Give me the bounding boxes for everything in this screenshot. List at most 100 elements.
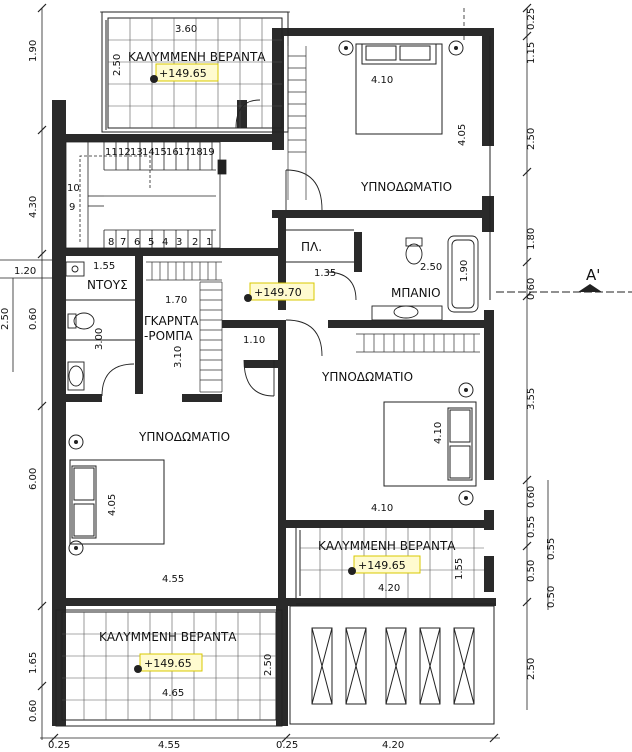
level-marker-hall: +149.70 xyxy=(244,282,315,302)
room-label-bathroom: ΜΠΑΝΙΟ xyxy=(391,286,441,300)
svg-text:0.60: 0.60 xyxy=(28,308,39,330)
svg-text:1.90: 1.90 xyxy=(459,260,470,282)
inner-dimensions: 3.60 2.50 4.10 4.05 1.55 1.70 3.00 3.10 … xyxy=(93,24,470,699)
bed-right xyxy=(383,382,477,506)
svg-text:1.55: 1.55 xyxy=(93,261,115,272)
svg-text:1.10: 1.10 xyxy=(243,335,265,346)
room-label-veranda-right: ΚΑΛΥΜΜΕΝΗ ΒΕΡΑΝΤΑ xyxy=(318,539,456,553)
svg-text:1.80: 1.80 xyxy=(526,228,537,250)
railings xyxy=(55,11,496,727)
svg-text:0.60: 0.60 xyxy=(526,486,537,508)
stair-step-1: 1 xyxy=(206,237,212,248)
svg-text:+149.65: +149.65 xyxy=(144,657,192,670)
wardrobe-hatching xyxy=(146,46,480,393)
stair-step-14: 14 xyxy=(142,147,155,158)
stair-step-6: 6 xyxy=(134,237,140,248)
level-marker-veranda-bottom: +149.65 xyxy=(134,653,203,673)
outer-dimensions-right: 0.25 1.15 2.50 1.80 0.60 3.55 0.60 0.55 … xyxy=(526,8,557,680)
svg-text:0.60: 0.60 xyxy=(526,278,537,300)
section-marker: A' xyxy=(496,266,632,293)
stair-step-8: 8 xyxy=(108,237,114,248)
stair-step-9: 9 xyxy=(69,202,75,213)
outer-dimensions-left: 1.90 4.30 2.50 1.20 0.60 6.00 1.65 0.60 xyxy=(0,40,39,722)
svg-text:4.05: 4.05 xyxy=(107,494,118,516)
stair-step-7: 7 xyxy=(120,237,126,248)
svg-text:1.35: 1.35 xyxy=(314,268,336,279)
section-label: A' xyxy=(586,266,600,284)
door-swings xyxy=(101,99,357,397)
pergola-beams xyxy=(311,627,475,705)
sanitary-fixtures xyxy=(65,235,479,391)
svg-text:2.50: 2.50 xyxy=(0,308,11,330)
svg-text:2.50: 2.50 xyxy=(526,658,537,680)
svg-text:4.30: 4.30 xyxy=(28,196,39,218)
svg-text:1.65: 1.65 xyxy=(28,652,39,674)
svg-text:4.10: 4.10 xyxy=(371,503,393,514)
room-label-wardrobe-2: -ΡΟΜΠΑ xyxy=(144,329,193,343)
svg-text:4.10: 4.10 xyxy=(433,422,444,444)
svg-text:4.20: 4.20 xyxy=(382,740,404,751)
svg-text:0.55: 0.55 xyxy=(546,538,557,560)
stair-step-12: 12 xyxy=(118,147,131,158)
svg-text:2.50: 2.50 xyxy=(526,128,537,150)
bed-master xyxy=(338,40,464,135)
svg-text:0.55: 0.55 xyxy=(526,516,537,538)
room-label-veranda-bottom: ΚΑΛΥΜΜΕΝΗ ΒΕΡΑΝΤΑ xyxy=(99,630,237,644)
svg-text:2.50: 2.50 xyxy=(420,262,442,273)
room-label-wardrobe-1: ΓΚΑΡΝΤΑ xyxy=(144,314,199,328)
stair-step-17: 17 xyxy=(178,147,191,158)
svg-text:4.65: 4.65 xyxy=(162,688,184,699)
staircase xyxy=(65,141,227,249)
svg-text:0.50: 0.50 xyxy=(546,586,557,608)
stair-step-10: 10 xyxy=(67,183,80,194)
svg-text:4.20: 4.20 xyxy=(378,583,400,594)
stair-step-18: 18 xyxy=(190,147,203,158)
stair-step-3: 3 xyxy=(176,237,182,248)
svg-text:2.50: 2.50 xyxy=(263,654,274,676)
svg-text:4.10: 4.10 xyxy=(371,75,393,86)
svg-text:6.00: 6.00 xyxy=(28,468,39,490)
svg-text:3.55: 3.55 xyxy=(526,388,537,410)
stair-step-11: 11 xyxy=(105,147,118,158)
svg-text:+149.65: +149.65 xyxy=(159,67,207,80)
room-label-veranda-top: ΚΑΛΥΜΜΕΝΗ ΒΕΡΑΝΤΑ xyxy=(128,50,266,64)
room-label-left-bedroom: ΥΠΝΟΔΩΜΑΤΙΟ xyxy=(138,430,230,444)
stair-numbers: 11 12 13 14 15 16 17 18 19 8 7 6 5 4 3 2… xyxy=(67,147,215,248)
svg-text:3.10: 3.10 xyxy=(173,346,184,368)
svg-text:1.20: 1.20 xyxy=(14,266,36,277)
svg-text:1.15: 1.15 xyxy=(526,42,537,64)
svg-text:4.05: 4.05 xyxy=(457,124,468,146)
dimension-ticks xyxy=(37,3,532,743)
svg-text:0.25: 0.25 xyxy=(526,8,537,30)
svg-text:4.55: 4.55 xyxy=(158,740,180,751)
svg-text:1.90: 1.90 xyxy=(28,40,39,62)
svg-text:0.50: 0.50 xyxy=(526,560,537,582)
stair-step-13: 13 xyxy=(130,147,143,158)
svg-text:0.25: 0.25 xyxy=(276,740,298,751)
svg-text:3.00: 3.00 xyxy=(94,328,105,350)
svg-text:+149.65: +149.65 xyxy=(358,559,406,572)
stair-step-19: 19 xyxy=(202,147,215,158)
level-marker-veranda-top: +149.65 xyxy=(150,63,219,83)
svg-text:+149.70: +149.70 xyxy=(254,286,302,299)
stair-step-4: 4 xyxy=(162,237,168,248)
stair-step-15: 15 xyxy=(154,147,167,158)
room-label-right-bedroom: ΥΠΝΟΔΩΜΑΤΙΟ xyxy=(321,370,413,384)
stair-step-5: 5 xyxy=(148,237,154,248)
svg-text:0.25: 0.25 xyxy=(48,740,70,751)
room-label-storage: ΠΛ. xyxy=(301,240,322,254)
svg-text:1.55: 1.55 xyxy=(454,558,465,580)
svg-text:1.70: 1.70 xyxy=(165,295,187,306)
outer-dimensions-bottom: 0.25 4.55 0.25 4.20 xyxy=(48,740,404,751)
room-label-shower: ΝΤΟΥΣ xyxy=(87,278,128,292)
svg-text:3.60: 3.60 xyxy=(175,24,197,35)
svg-text:0.60: 0.60 xyxy=(28,700,39,722)
stair-step-2: 2 xyxy=(192,237,198,248)
svg-text:4.55: 4.55 xyxy=(162,574,184,585)
svg-text:2.50: 2.50 xyxy=(112,54,123,76)
level-marker-veranda-right: +149.65 xyxy=(348,555,421,575)
bed-left xyxy=(68,434,165,556)
stair-step-16: 16 xyxy=(166,147,179,158)
room-label-master-bedroom: ΥΠΝΟΔΩΜΑΤΙΟ xyxy=(360,180,452,194)
